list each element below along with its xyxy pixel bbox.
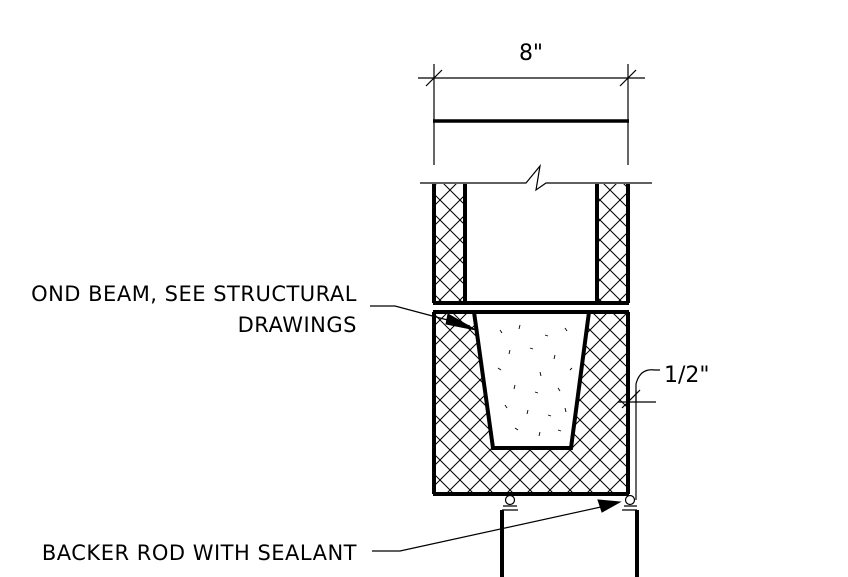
joint-dimension: 1/2" <box>618 363 710 500</box>
width-dimension: 8" <box>418 41 645 165</box>
backer-rod <box>503 494 637 507</box>
bond-beam-leader <box>370 305 477 331</box>
backer-rod-leader <box>372 499 622 552</box>
grout-fill <box>497 324 573 437</box>
bond-beam-block <box>432 310 630 496</box>
joint-dimension-label: 1/2" <box>664 363 710 388</box>
lower-wall <box>500 509 639 577</box>
upper-cmu-block <box>432 184 630 305</box>
width-dimension-label: 8" <box>519 41 543 66</box>
break-line <box>420 163 652 192</box>
bond-beam-callout-line1: OND BEAM, SEE STRUCTURAL <box>31 282 357 306</box>
bond-beam-callout-line2: DRAWINGS <box>238 313 357 337</box>
backer-rod-callout: BACKER ROD WITH SEALANT <box>42 541 357 565</box>
